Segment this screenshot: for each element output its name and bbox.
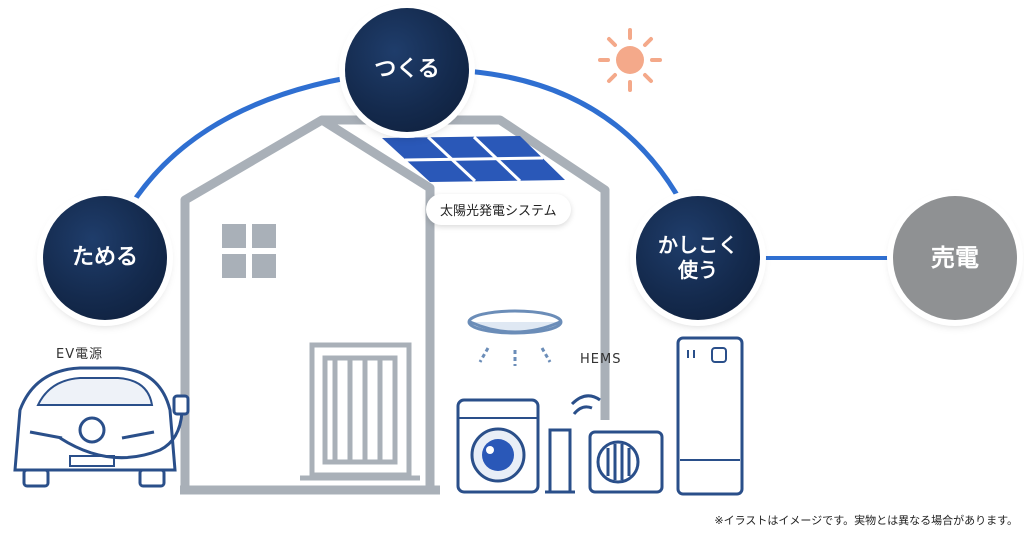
ev-label: EV電源	[56, 347, 104, 362]
node-tameru: ためる	[43, 196, 167, 320]
node-tsukuru: つくる	[345, 8, 469, 132]
washing-machine-icon	[456, 398, 540, 494]
node-tsukau-line2: 使う	[678, 258, 718, 282]
ev-car-icon	[13, 366, 190, 488]
battery-unit-icon	[676, 336, 744, 496]
hems-label: HEMS	[580, 352, 622, 367]
ceiling-light-icon	[467, 309, 563, 366]
solar-label: 太陽光発電システム	[426, 194, 571, 225]
solar-panel	[382, 135, 565, 183]
node-baiden: 売電	[893, 196, 1017, 320]
house-window	[222, 224, 276, 278]
node-baiden-label: 売電	[931, 244, 979, 272]
node-tsukau-line1: かしこく	[658, 233, 738, 257]
house-door	[300, 342, 420, 481]
sun-icon	[598, 28, 662, 92]
node-tsukuru-label: つくる	[374, 57, 440, 83]
router-icon	[545, 394, 601, 494]
ac-unit-icon	[588, 430, 664, 494]
node-tameru-label: ためる	[71, 245, 138, 271]
disclaimer-note: ※イラストはイメージです。実物とは異なる場合があります。	[714, 514, 1018, 527]
node-kashikoku-tsukau: かしこく 使う	[636, 196, 760, 320]
